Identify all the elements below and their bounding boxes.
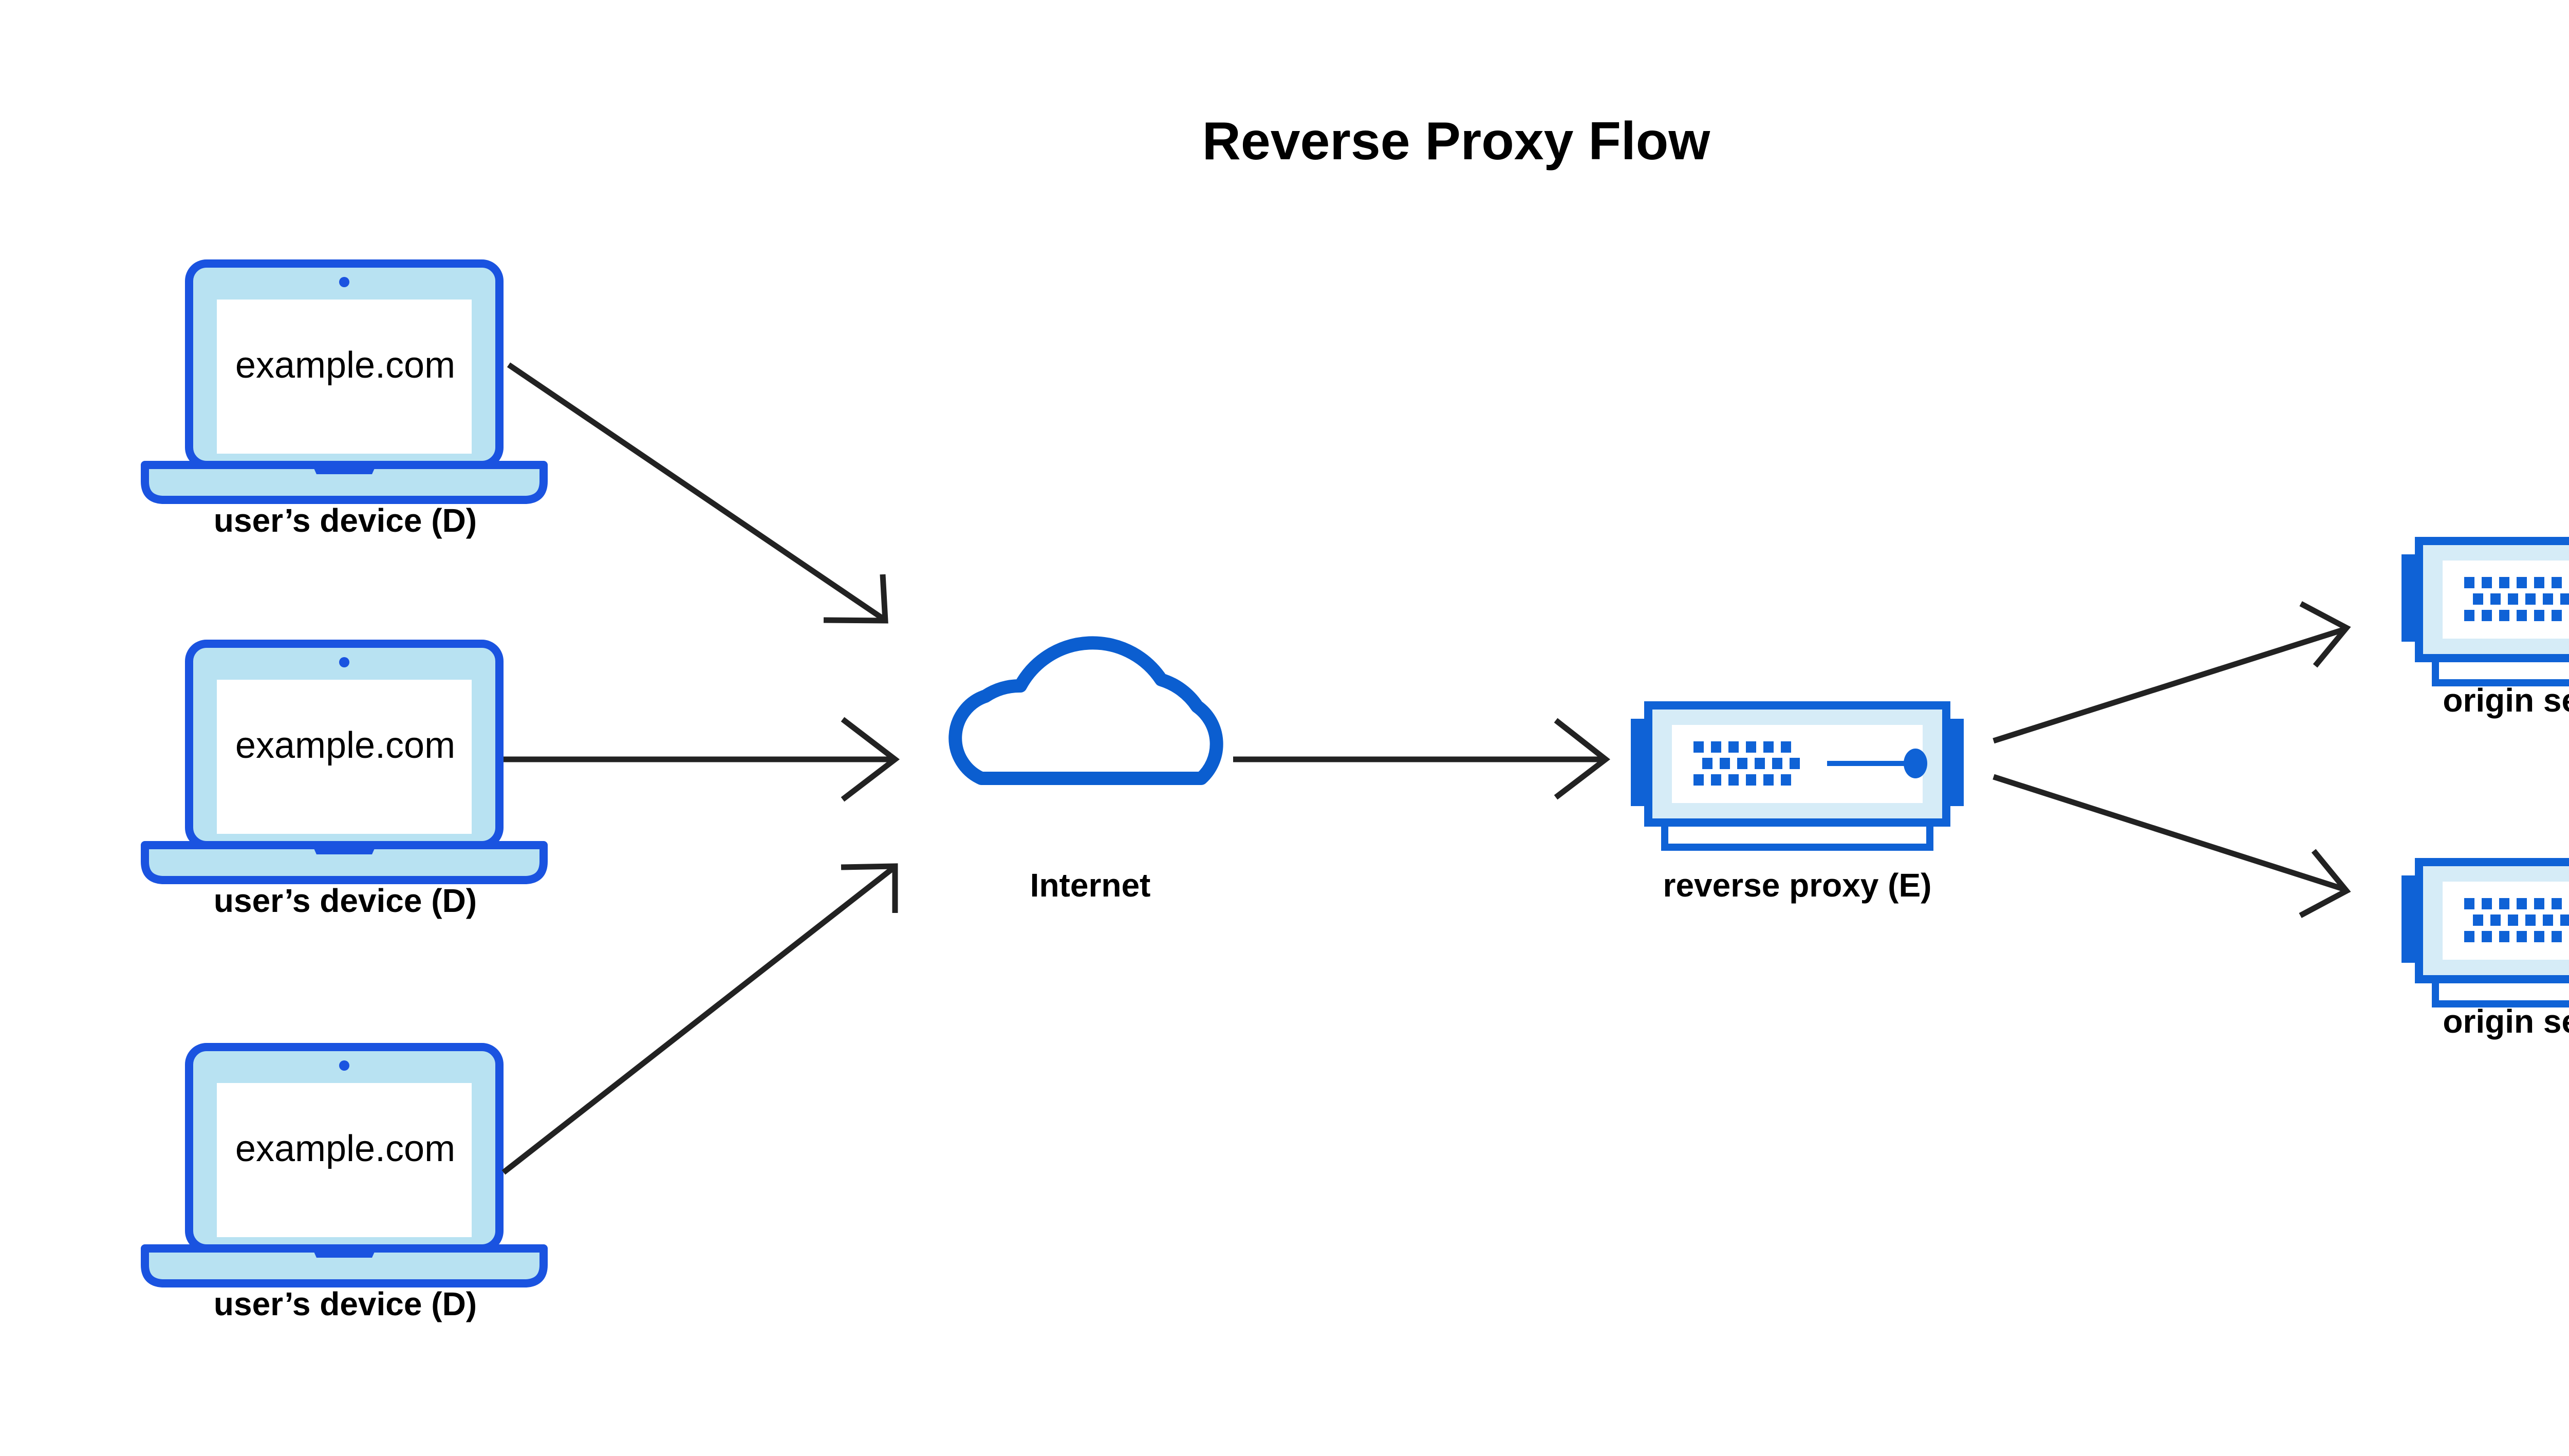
- node-label-user-device-top: user’s device (D): [214, 502, 477, 539]
- server-icon: [2402, 862, 2569, 1004]
- page-title: Reverse Proxy Flow: [1202, 111, 1711, 171]
- flow-arrow-internet-to-reverse-proxy: [1233, 718, 1610, 800]
- node-user-device-middle[interactable]: example.com user’s device (D): [145, 644, 544, 919]
- flow-arrow-reverse-proxy-to-origin-top: [1993, 601, 2351, 744]
- node-origin-server-bottom[interactable]: origin server (F): [2402, 862, 2569, 1040]
- device-screen-text-bottom: example.com: [235, 1128, 455, 1169]
- flow-arrow-device-middle-to-internet: [504, 717, 900, 802]
- node-user-device-bottom[interactable]: example.com user’s device (D): [145, 1047, 544, 1322]
- node-label-origin-server-bottom: origin server (F): [2443, 1003, 2569, 1040]
- node-label-user-device-bottom: user’s device (D): [214, 1285, 477, 1322]
- node-label-internet: Internet: [1030, 867, 1151, 904]
- node-label-origin-server-top: origin server (F): [2443, 682, 2569, 719]
- node-label-user-device-middle: user’s device (D): [214, 882, 477, 919]
- node-reverse-proxy[interactable]: reverse proxy (E): [1631, 705, 1964, 904]
- node-label-reverse-proxy: reverse proxy (E): [1663, 867, 1932, 904]
- server-icon: [1631, 705, 1964, 847]
- device-screen-text-middle: example.com: [235, 725, 455, 766]
- cloud-icon: [955, 643, 1216, 778]
- node-internet[interactable]: Internet: [955, 643, 1216, 904]
- flow-arrow-device-top-to-internet: [507, 362, 888, 624]
- server-icon: [2402, 541, 2569, 683]
- node-origin-server-top[interactable]: origin server (F): [2402, 541, 2569, 719]
- flow-arrow-reverse-proxy-to-origin-bottom: [1993, 774, 2351, 918]
- node-user-device-top[interactable]: example.com user’s device (D): [145, 264, 544, 539]
- flow-arrow-device-bottom-to-internet: [501, 863, 898, 1175]
- device-screen-text-top: example.com: [235, 345, 455, 386]
